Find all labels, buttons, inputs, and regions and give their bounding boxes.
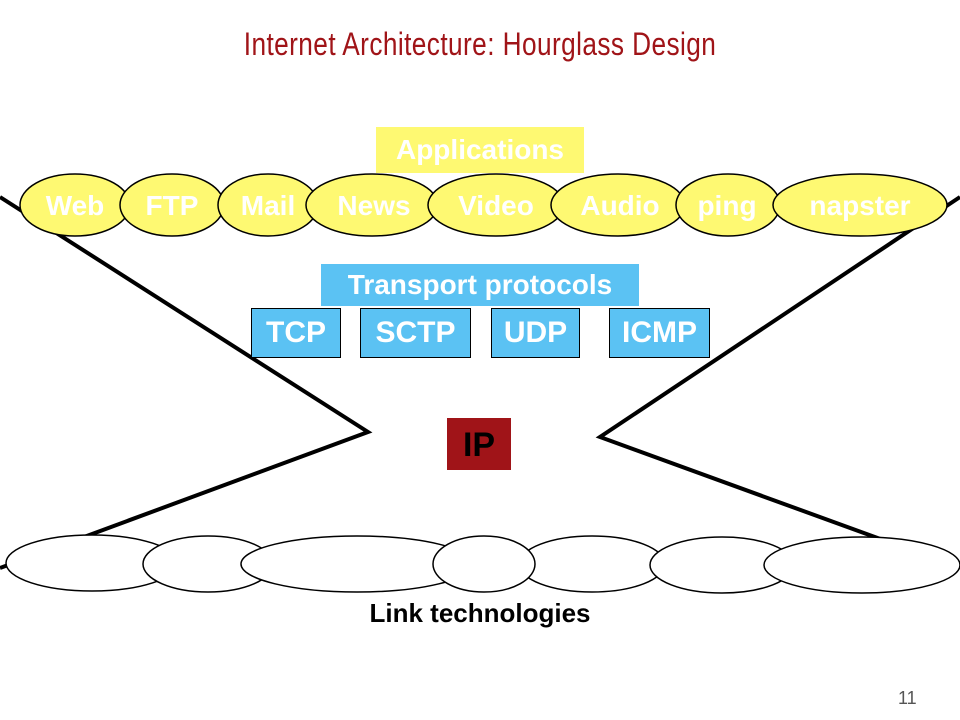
app-ellipse-napster xyxy=(772,173,948,237)
protocol-box-udp: UDP xyxy=(491,308,580,358)
link-technology-ellipses xyxy=(5,534,960,594)
ip-layer-box: IP xyxy=(447,418,511,470)
link-ellipse xyxy=(518,535,666,593)
application-ellipses xyxy=(19,173,948,237)
protocol-box-sctp: SCTP xyxy=(360,308,471,358)
app-label: FTP xyxy=(146,190,199,221)
app-label: ping xyxy=(697,190,756,221)
link-technologies-label: Link technologies xyxy=(369,598,591,628)
app-label: Mail xyxy=(241,190,295,221)
hourglass-right-outline xyxy=(595,195,960,570)
protocol-box-icmp: ICMP xyxy=(609,308,710,358)
application-labels: Web FTP Mail News Video Audio ping napst… xyxy=(46,190,911,221)
link-ellipse xyxy=(763,536,960,594)
app-label: Web xyxy=(46,190,105,221)
transport-layer-label: Transport protocols xyxy=(321,264,639,306)
app-label: Video xyxy=(458,190,534,221)
applications-layer-label: Applications xyxy=(376,127,584,173)
page-number: 11 xyxy=(898,688,917,708)
protocol-box-tcp: TCP xyxy=(251,308,341,358)
hourglass-left-outline xyxy=(0,195,373,570)
slide-title: Internet Architecture: Hourglass Design xyxy=(243,26,717,62)
app-label: napster xyxy=(809,190,910,221)
link-ellipse xyxy=(432,535,536,593)
app-label: Audio xyxy=(580,190,659,221)
app-label: News xyxy=(337,190,410,221)
